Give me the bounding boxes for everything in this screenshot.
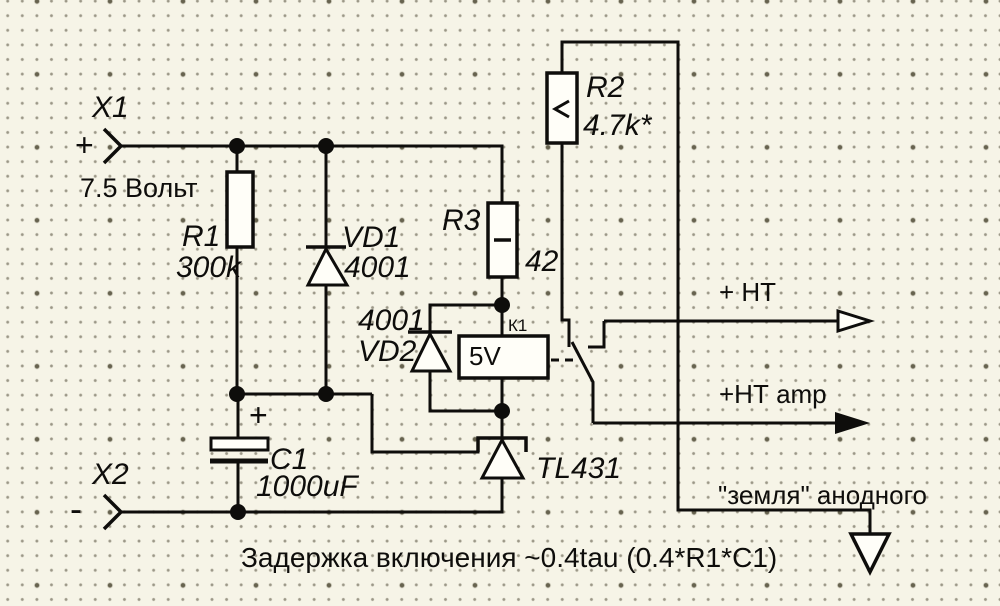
ht-amp-label: +НТ amp	[719, 379, 827, 409]
junction-dot	[229, 138, 245, 154]
r3-ref-label: R3	[442, 204, 481, 237]
r2-ref-label: R2	[586, 71, 625, 104]
r2-value-label: 4.7k*	[583, 109, 653, 142]
tl431-triangle	[479, 436, 526, 480]
r2-body	[545, 71, 579, 145]
vd1-value-label: 4001	[344, 251, 411, 284]
c1-ref-label: C1	[270, 443, 308, 476]
switch-contact	[588, 321, 606, 349]
capacitor-c1: + C1 1000uF	[209, 394, 359, 512]
wire-bottom-rail	[121, 478, 504, 514]
diode-vd1: VD1 4001	[305, 146, 411, 394]
r1-body	[225, 170, 255, 249]
switch-blade	[570, 341, 595, 423]
output-anode-ground: "земля" анодного	[718, 480, 927, 576]
switch-common-lead	[560, 143, 571, 347]
ht-amp-filled-arrow-icon	[835, 412, 870, 434]
wire-anode-ground-run	[560, 40, 872, 536]
junction-dot	[494, 297, 510, 313]
delay-note: Задержка включения ~0.4tau (0.4*R1*C1)	[241, 542, 777, 573]
resistor-r3: R3 42	[442, 201, 559, 305]
r2-body-chevron	[551, 99, 570, 119]
relay-coil-value-label: 5V	[469, 341, 501, 371]
vd2-ref-label: VD2	[358, 335, 417, 368]
ht-open-arrow-icon	[836, 308, 876, 334]
c1-positive-plate	[209, 436, 270, 452]
ground-symbol-icon	[848, 532, 892, 576]
resistor-r2: R2 4.7k*	[545, 71, 653, 145]
connector-x2: X2 -	[70, 458, 129, 531]
relay-coil-body	[457, 334, 550, 380]
x2-polarity-label: -	[70, 488, 82, 529]
diode-vd2: 4001 VD2	[358, 303, 502, 413]
junction-dot	[494, 403, 510, 419]
junction-dot	[318, 138, 334, 154]
r1-ref-label: R1	[182, 220, 220, 253]
resistor-r1: R1 300k	[176, 146, 255, 394]
relay-ref-label: К1	[508, 316, 527, 335]
vd2-value-label: 4001	[358, 304, 425, 337]
anode-ground-label: "земля" анодного	[718, 480, 927, 510]
x1-polarity-label: +	[75, 127, 94, 163]
ht-label: + НТ	[719, 277, 776, 307]
vd2-branch-wires	[428, 303, 502, 413]
vd1-ref-label: VD1	[342, 221, 400, 254]
c1-polarity-label: +	[249, 397, 268, 433]
junction-dot	[229, 386, 245, 402]
connector-x1-chevron-icon	[102, 127, 124, 165]
junction-dot	[230, 504, 246, 520]
output-ht: + НТ	[604, 277, 876, 334]
shunt-regulator-tl431: TL431	[476, 411, 621, 485]
output-ht-amp: +НТ amp	[593, 379, 870, 434]
r1-value-label: 300k	[176, 251, 243, 284]
relay-coil-k1: 5V К1	[457, 305, 550, 411]
c1-value-label: 1000uF	[256, 470, 359, 503]
vd2-triangle	[409, 330, 453, 373]
x2-ref-label: X2	[91, 458, 129, 491]
junction-dot	[318, 386, 334, 402]
r3-value-label: 42	[525, 245, 559, 278]
wire-top-rail	[121, 144, 504, 203]
relay-switch-k1	[551, 143, 606, 423]
x1-voltage-label: 7.5 Вольт	[80, 173, 198, 203]
x1-ref-label: X1	[91, 91, 129, 124]
junction-dots	[229, 138, 510, 520]
vd1-triangle	[305, 245, 350, 287]
tl431-ref-label: TL431	[536, 452, 621, 485]
connector-x2-chevron-icon	[102, 493, 124, 531]
connector-x1: X1 + 7.5 Вольт	[75, 91, 198, 203]
